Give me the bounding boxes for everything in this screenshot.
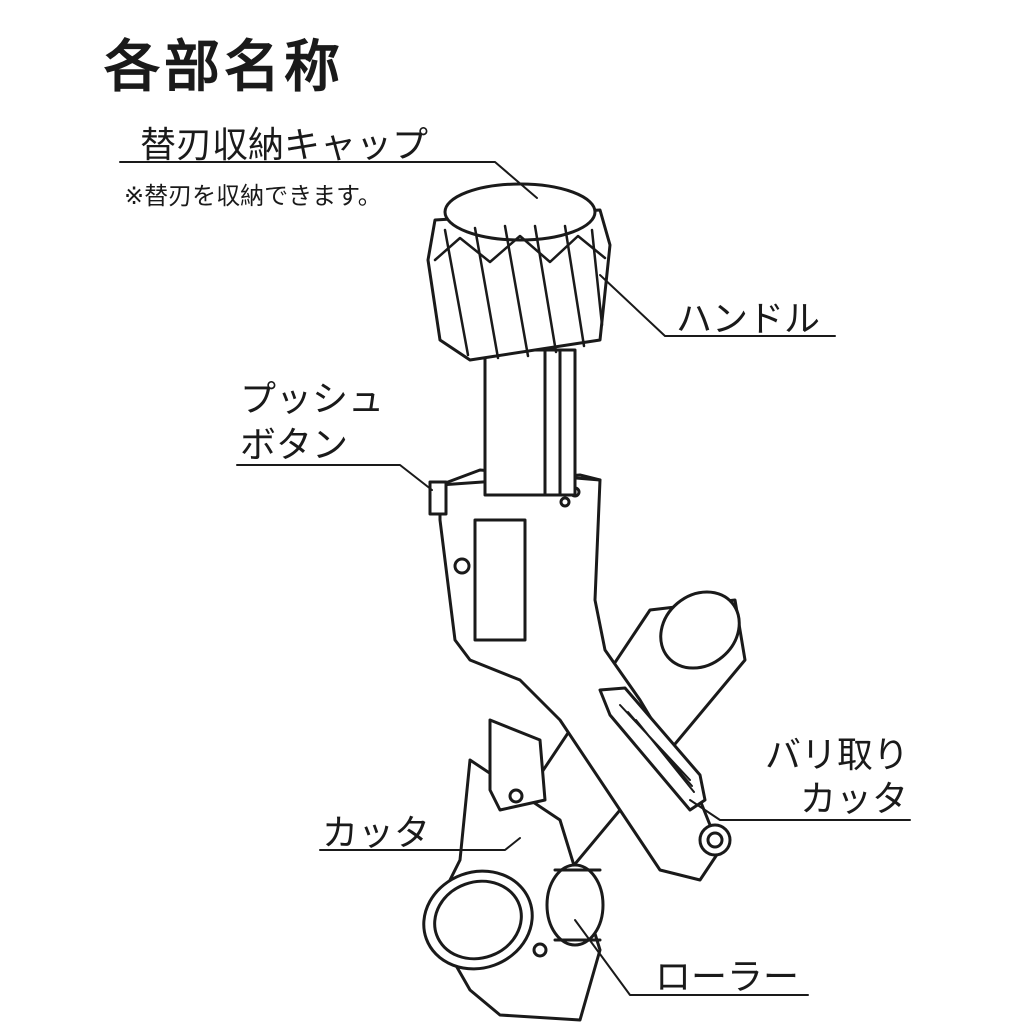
leader-cap	[119, 161, 538, 199]
leader-push-button	[236, 464, 433, 491]
roller-label: ローラー	[655, 957, 800, 998]
handle-label: ハンドル	[676, 299, 821, 340]
deburr-label-line1: バリ取り	[765, 735, 910, 776]
page-title: 各部名称	[104, 35, 344, 100]
pipe-front-end	[422, 869, 548, 971]
leader-deburr	[689, 799, 911, 821]
leader-lines	[119, 161, 911, 996]
push-button-label-line1: プッシュ	[240, 379, 385, 420]
deburr-label-line2: カッタ	[800, 779, 909, 820]
deburring-blade	[598, 686, 732, 857]
cutter-label: カッタ	[322, 813, 431, 854]
cap-label: 替刃収納キャップ	[140, 125, 429, 166]
roller	[545, 863, 605, 947]
shaft	[483, 348, 577, 497]
leader-handle	[599, 274, 836, 337]
leader-roller	[574, 919, 809, 996]
leader-cutter	[319, 837, 521, 851]
handle-knob	[426, 182, 612, 362]
push-button-label-line2: ボタン	[240, 425, 349, 466]
cap-note: ※替刃を収納できます。	[124, 182, 382, 210]
